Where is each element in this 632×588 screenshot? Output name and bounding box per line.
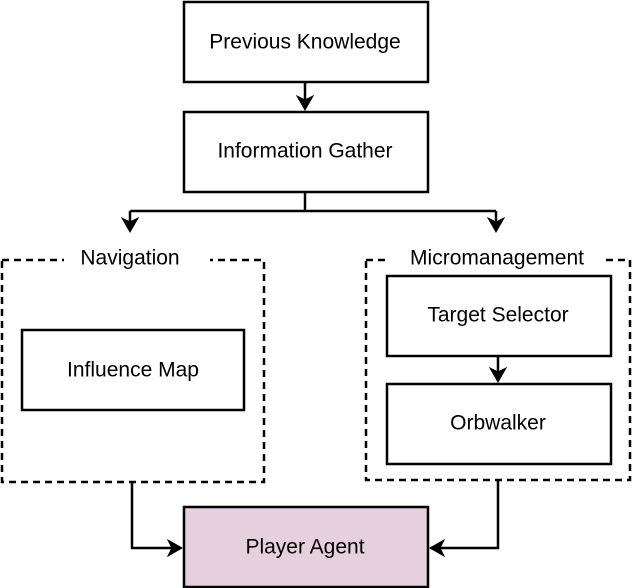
arrowhead-into-player-right [428, 538, 446, 558]
influence-map-box [20, 328, 246, 412]
target-selector-box [385, 274, 613, 358]
player-agent-box [182, 505, 430, 588]
player-agent-label: Player Agent [245, 536, 364, 559]
orbwalker-box [385, 382, 613, 466]
previous-knowledge-label: Previous Knowledge [209, 31, 400, 54]
arrowhead-into-gather [295, 94, 315, 112]
navigation-group-label: Navigation [80, 247, 179, 270]
arrowhead-into-micromanagement [486, 216, 506, 234]
micromanagement-label-gap [388, 244, 606, 274]
target-selector-label: Target Selector [427, 304, 568, 327]
arrowhead-into-player-left [166, 538, 184, 558]
orbwalker-label: Orbwalker [450, 412, 546, 435]
micromanagement-group-label: Micromanagement [410, 247, 584, 270]
arrowhead-into-orbwalker [488, 366, 508, 384]
arrowheads [120, 94, 508, 558]
influence-map-label: Influence Map [67, 359, 199, 382]
arrowhead-into-navigation [120, 216, 140, 234]
edge-micromanagement-to-player [440, 480, 500, 550]
information-gather-label: Information Gather [217, 140, 392, 163]
navigation-label-gap [64, 244, 210, 274]
connectors [128, 82, 500, 550]
information-gather-box [182, 110, 430, 194]
edge-navigation-to-player [130, 482, 172, 550]
